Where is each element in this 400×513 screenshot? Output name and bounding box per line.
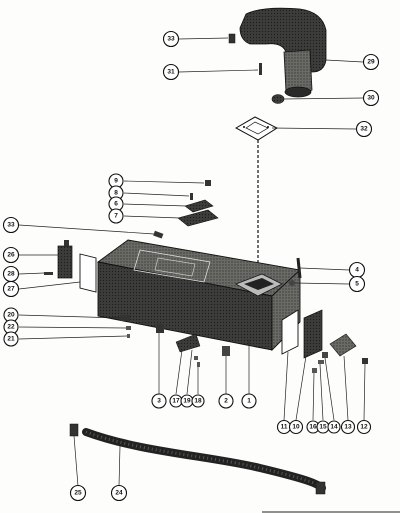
svg-text:8: 8	[114, 190, 118, 197]
hose	[82, 428, 326, 492]
callout-4: 4	[348, 261, 366, 279]
callout-7: 7	[108, 208, 124, 224]
svg-text:10: 10	[292, 424, 300, 431]
svg-text:9: 9	[114, 178, 118, 185]
svg-text:16: 16	[309, 424, 317, 431]
svg-text:6: 6	[114, 201, 118, 208]
svg-text:31: 31	[167, 69, 175, 76]
svg-text:19: 19	[183, 398, 191, 405]
callout-19: 19	[180, 394, 194, 408]
elbow-bolt	[228, 33, 236, 44]
svg-text:22: 22	[7, 324, 15, 331]
callout-21: 21	[3, 331, 19, 347]
svg-text:7: 7	[114, 213, 118, 220]
callout-14: 14	[327, 420, 341, 434]
svg-text:33: 33	[167, 36, 175, 43]
callout-33-top: 33	[162, 30, 180, 48]
cover-parts	[153, 180, 219, 239]
callout-25: 25	[69, 484, 87, 502]
right-cover-parts	[281, 309, 368, 373]
callout-20: 20	[3, 307, 19, 323]
callout-31: 31	[162, 63, 180, 81]
callout-17: 17	[169, 394, 183, 408]
svg-text:5: 5	[355, 281, 359, 288]
callout-32: 32	[355, 120, 373, 138]
right-side-parts	[289, 257, 302, 286]
callout-18: 18	[191, 394, 205, 408]
elbow-stud	[259, 63, 262, 75]
manifold-body	[96, 239, 301, 352]
svg-text:26: 26	[7, 252, 15, 259]
callout-1: 1	[241, 393, 257, 409]
svg-text:33: 33	[7, 222, 15, 229]
svg-text:17: 17	[172, 398, 180, 405]
callout-3: 3	[151, 393, 167, 409]
svg-text:11: 11	[281, 424, 288, 431]
callout-15: 15	[316, 420, 330, 434]
callout-2: 2	[218, 393, 234, 409]
svg-text:2: 2	[224, 398, 228, 405]
callout-11: 11	[276, 419, 292, 435]
left-side-parts	[44, 240, 97, 293]
svg-text:3: 3	[157, 398, 161, 405]
callout-27: 27	[2, 280, 20, 298]
svg-text:15: 15	[319, 424, 327, 431]
lower-left-fittings	[120, 315, 131, 338]
svg-text:4: 4	[355, 267, 359, 274]
svg-text:13: 13	[344, 424, 352, 431]
leader-lines	[18, 37, 366, 487]
svg-text:1: 1	[247, 398, 251, 405]
callout-29: 29	[362, 53, 380, 71]
svg-text:21: 21	[7, 336, 15, 343]
callout-5: 5	[348, 275, 366, 293]
callout-13: 13	[340, 419, 356, 435]
svg-text:20: 20	[7, 312, 15, 319]
callout-33-mid: 33	[2, 216, 20, 234]
svg-text:18: 18	[194, 398, 202, 405]
bottom-center-parts	[156, 324, 230, 367]
callout-26: 26	[2, 246, 20, 264]
svg-text:24: 24	[115, 490, 123, 497]
svg-text:32: 32	[360, 126, 368, 133]
svg-text:12: 12	[360, 424, 368, 431]
callout-28: 28	[2, 265, 20, 283]
svg-text:25: 25	[74, 490, 82, 497]
svg-text:27: 27	[7, 286, 15, 293]
exhaust-elbow	[239, 7, 327, 98]
elbow-gasket	[234, 116, 279, 141]
callout-12: 12	[356, 419, 372, 435]
callout-10: 10	[288, 419, 304, 435]
callout-24: 24	[110, 484, 128, 502]
svg-text:28: 28	[7, 271, 15, 278]
callout-30: 30	[362, 89, 380, 107]
callout-9: 9	[108, 173, 124, 189]
svg-text:30: 30	[367, 95, 375, 102]
elbow-cap	[271, 94, 285, 104]
svg-text:14: 14	[330, 424, 338, 431]
callout-22: 22	[3, 319, 19, 335]
svg-text:29: 29	[367, 59, 375, 66]
